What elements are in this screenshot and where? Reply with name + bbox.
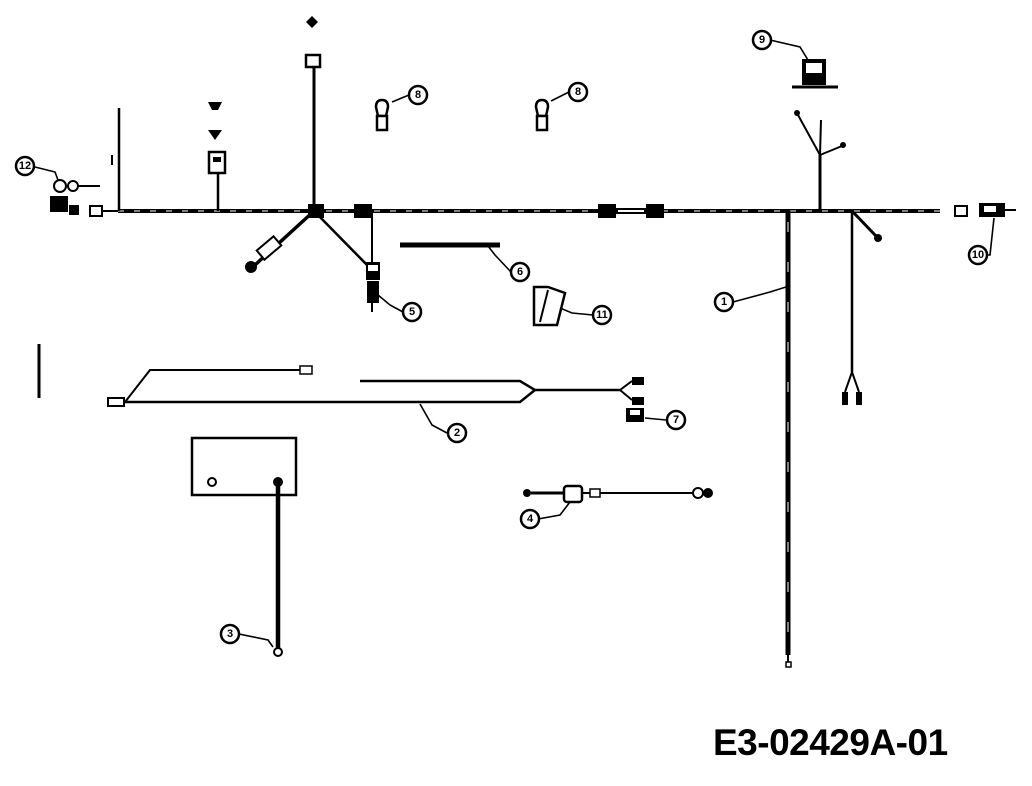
seat-switch-branch	[207, 102, 227, 211]
lamp-left	[374, 98, 390, 132]
callout-8-left: 8	[407, 84, 429, 106]
svg-text:9: 9	[759, 34, 765, 46]
svg-text:7: 7	[673, 414, 679, 426]
svg-text:5: 5	[409, 306, 415, 318]
callout-6: 6	[509, 261, 531, 283]
fork-branch	[794, 110, 846, 211]
callout-12: 11	[591, 304, 613, 326]
svg-text:10: 10	[972, 249, 984, 261]
module-10	[792, 59, 838, 89]
main-harness	[89, 108, 1016, 218]
svg-text:4: 4	[527, 513, 534, 525]
long-cable-1	[785, 211, 792, 668]
callout-5: 5	[401, 301, 423, 323]
svg-text:12: 12	[19, 160, 31, 172]
lamp-right	[534, 98, 550, 132]
right-down-branch	[842, 209, 882, 405]
svg-text:11: 11	[596, 309, 608, 321]
item-5-branch	[313, 210, 380, 312]
callout-11: 10	[967, 244, 989, 266]
callout-10: 9	[751, 29, 773, 51]
switch-12	[532, 285, 567, 327]
fuse-cable-4	[523, 484, 713, 504]
harness-2	[107, 365, 644, 422]
callout-7: 7	[665, 409, 687, 431]
top-branch	[304, 16, 322, 211]
svg-text:2: 2	[454, 427, 460, 439]
svg-text:1: 1	[721, 296, 727, 308]
callout-3: 3	[219, 623, 241, 645]
connector-9	[50, 179, 100, 215]
svg-text:8: 8	[415, 89, 421, 101]
svg-text:6: 6	[517, 266, 523, 278]
part-number-label: E3-02429A-01	[713, 722, 948, 763]
callout-2: 2	[446, 422, 468, 444]
svg-text:8: 8	[575, 86, 581, 98]
left-down-branch	[245, 209, 316, 273]
callout-8-right: 8	[567, 81, 589, 103]
callout-1: 1	[713, 291, 735, 313]
svg-text:3: 3	[227, 628, 233, 640]
callout-4: 4	[519, 508, 541, 530]
battery-3	[190, 436, 298, 657]
leader-lines	[34, 39, 995, 648]
callout-9: 12	[14, 155, 36, 177]
